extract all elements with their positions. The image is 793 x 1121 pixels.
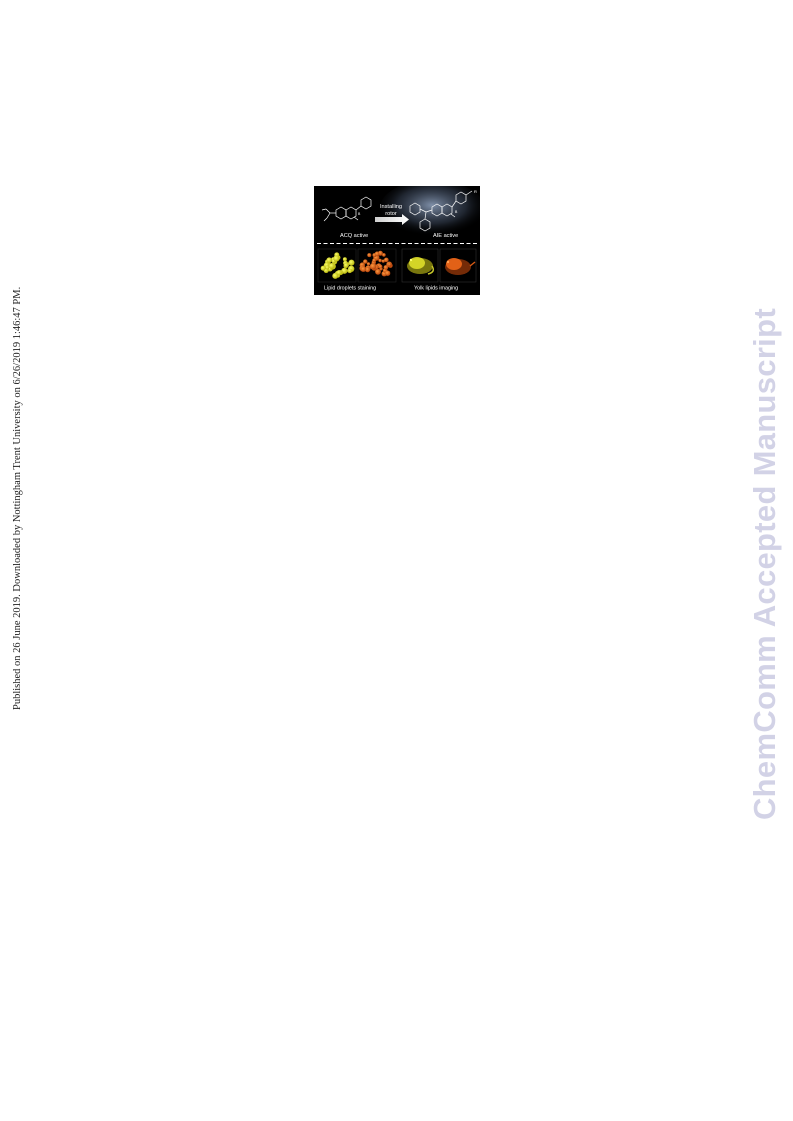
- aie-molecule-structure: [409, 190, 473, 232]
- lipid-droplet: [374, 251, 380, 257]
- aie-label: AIE active: [433, 233, 458, 239]
- lipid-droplet: [343, 262, 349, 268]
- yolk-lipids-yellow-panel: [401, 248, 439, 283]
- lipid-droplet: [382, 253, 386, 257]
- publication-info: Published on 26 June 2019. Downloaded by…: [12, 286, 26, 710]
- lipid-droplet: [326, 257, 332, 263]
- lipid-droplets-staining-label: Lipid droplets staining: [324, 286, 376, 292]
- lipid-droplet: [378, 264, 383, 269]
- lipid-droplet: [384, 257, 389, 263]
- installing-rotor-arrow: [375, 214, 409, 225]
- lipid-droplets-orange-panel: [357, 248, 397, 283]
- lipid-droplet: [364, 266, 371, 273]
- watermark-text: ChemComm Accepted Manuscript: [747, 308, 782, 820]
- lipid-droplet: [366, 262, 371, 266]
- graphical-abstract-figure: B ACQ active Installing rotor R B AIE ac…: [317, 186, 480, 292]
- acq-label: ACQ active: [340, 233, 368, 239]
- lipid-droplet: [332, 272, 339, 279]
- lipid-droplet: [372, 258, 377, 263]
- lipid-droplets-yellow-panel: [317, 248, 357, 283]
- lipid-droplet: [320, 265, 326, 271]
- lipid-droplet: [387, 262, 392, 267]
- arrow-label-line2: rotor: [385, 211, 397, 217]
- lipid-droplet: [384, 270, 391, 276]
- lipid-droplet: [325, 265, 330, 270]
- graphical-abstract: B ACQ active Installing rotor R B AIE ac…: [314, 186, 480, 295]
- lipid-droplet: [348, 268, 352, 273]
- lipid-droplet: [360, 266, 367, 272]
- aie-substituent-r: R: [474, 189, 477, 194]
- lipid-droplet: [342, 257, 347, 262]
- lipid-droplet: [369, 263, 377, 270]
- lipid-droplet: [348, 259, 355, 266]
- yolk-lipids-orange-panel: [439, 248, 477, 283]
- arrow-label-line1: Installing: [380, 204, 402, 210]
- yolk-lipids-imaging-label: Yolk lipids imaging: [414, 286, 458, 292]
- lipid-droplet: [336, 270, 342, 276]
- lipid-droplet: [333, 255, 340, 262]
- lipid-droplet: [367, 253, 372, 258]
- accepted-manuscript-watermark: ChemComm Accepted Manuscript: [747, 296, 782, 826]
- lipid-droplet: [375, 268, 381, 275]
- lipid-droplet: [383, 265, 389, 270]
- lipid-droplet: [328, 263, 335, 269]
- lipid-droplet: [363, 259, 368, 264]
- aie-boron-label: B: [455, 210, 458, 214]
- lipid-droplet: [378, 258, 382, 263]
- publication-info-text: Published on 26 June 2019. Downloaded by…: [12, 286, 23, 710]
- acq-boron-label: B: [358, 212, 361, 216]
- acq-molecule-structure: [321, 196, 372, 222]
